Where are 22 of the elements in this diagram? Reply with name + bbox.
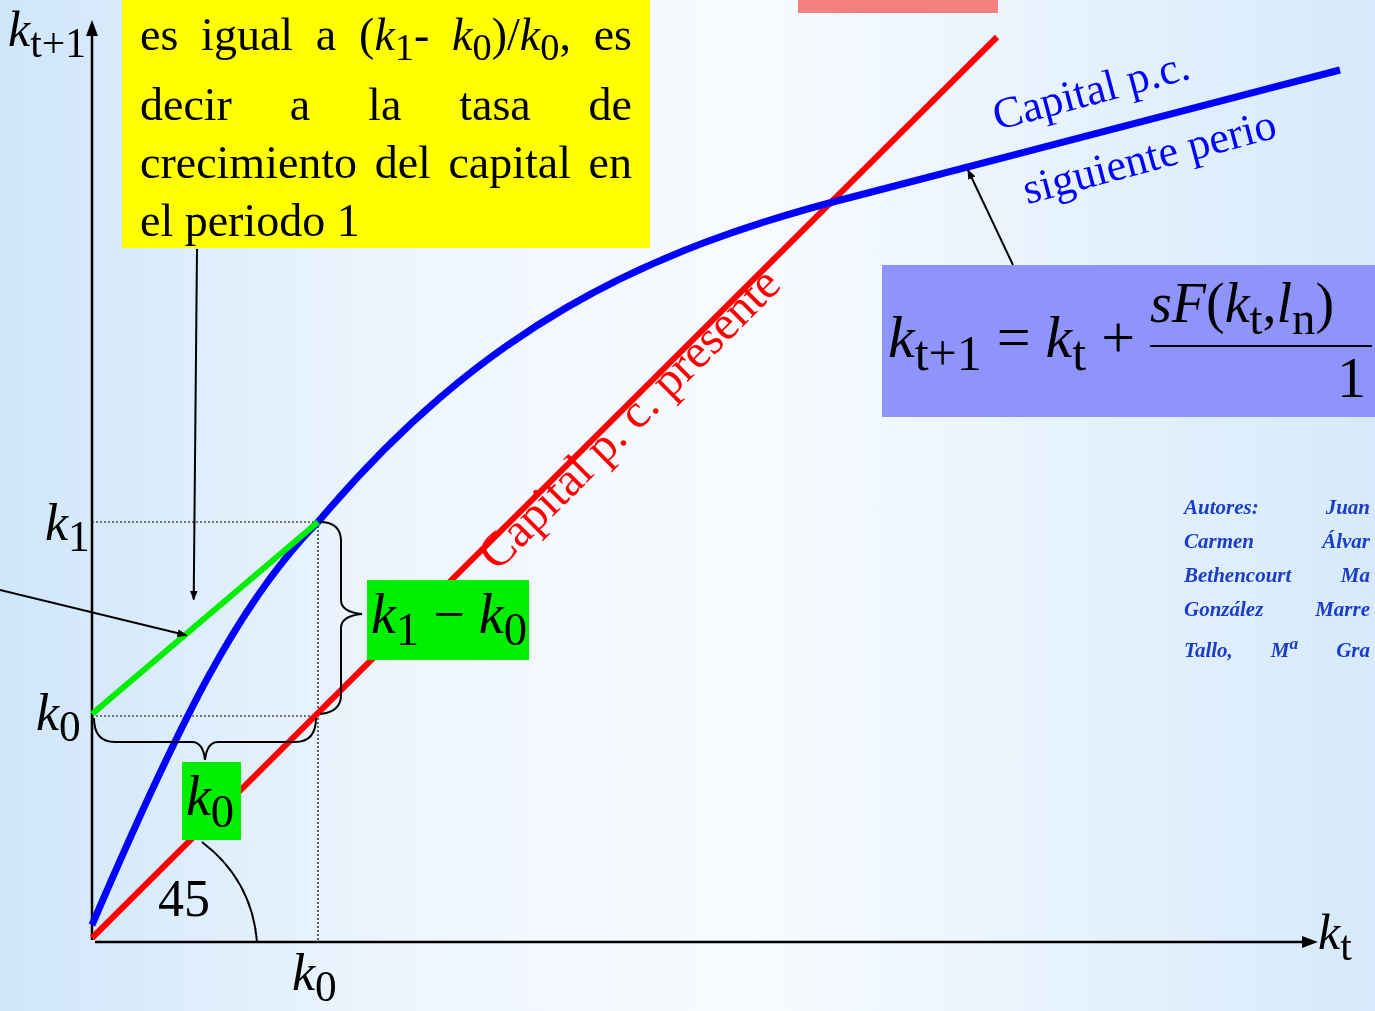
arrow	[0, 589, 188, 637]
formula-box	[798, 0, 998, 13]
tick-label: k$_{0}$	[292, 944, 337, 1011]
denominator-text: 1	[1337, 349, 1366, 407]
tick-label: k$_{1}$	[45, 494, 90, 562]
axis-label: k$_{t+1}$	[8, 2, 87, 67]
arrow	[189, 248, 198, 601]
arrow	[967, 169, 1014, 266]
numerator-text: sF(k$_{t}$,l$_{n}$)	[1150, 275, 1335, 342]
angle-label: 45	[158, 870, 210, 928]
math-text: k$_{0}$	[186, 768, 235, 835]
axis-label: k$_{t}$	[1318, 905, 1352, 970]
tick-label: k$_{0}$	[36, 684, 81, 752]
tangent-line	[90, 519, 320, 717]
value-box	[182, 762, 241, 840]
difference-box	[367, 580, 529, 660]
curve-label: Capital p.c.	[987, 41, 1195, 140]
math-text: k$_{1}$ − k$_{0}$	[371, 586, 527, 653]
authors-text: Autores: Juan Carmen Álvar Bethencourt Ma González Marre Tallo, M$^{a}$ Gra	[1184, 494, 1370, 664]
equation-text: k$_{t+1}$ = k$_{t}$ +	[888, 307, 1135, 378]
formula-box	[882, 265, 1375, 417]
note-text: es igual a (k$_{1}$- k$_{0}$)/k$_{0}$, es decir a la tasa de crecimiento del capital en el periodo 1	[140, 8, 632, 249]
